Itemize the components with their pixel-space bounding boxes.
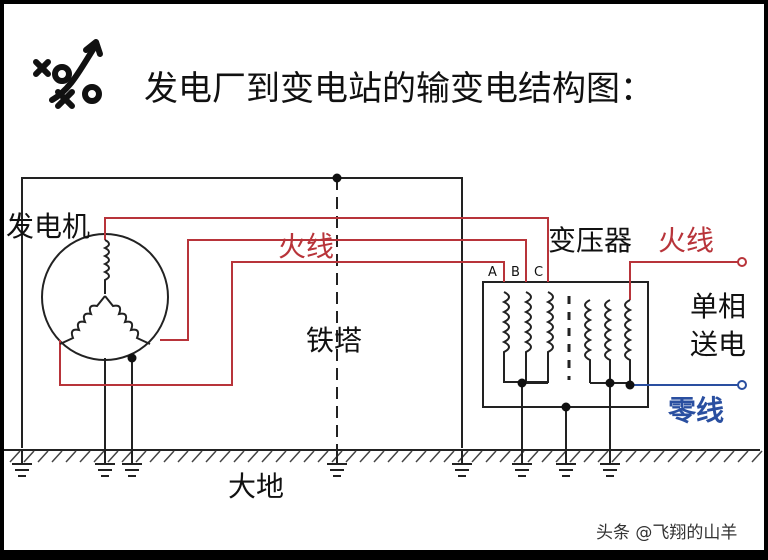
neutral-wire-label: 零线 [668,394,724,427]
ground-symbol-icon [122,450,142,477]
hot-wire-label-right: 火线 [658,224,714,257]
phase-b-label: B [511,265,520,280]
ground-hatch-mark [121,450,133,463]
ground-hatch-mark [639,450,651,463]
ground-hatch-mark [135,450,147,463]
ground-symbol-icon [600,450,620,477]
phase-a-label: A [488,265,497,280]
hot-wire-terminal [737,257,747,267]
ground-hatch-mark [625,450,637,463]
ground-hatch-mark [205,450,217,463]
ground-symbol-icon [12,450,32,477]
ground-hatch-mark [387,450,399,463]
junction-dots [127,173,635,412]
earth-label: 大地 [228,470,284,503]
ground-hatch-mark [471,450,483,463]
ground-hatch-mark [569,450,581,463]
ground-hatch-mark [93,450,105,463]
ground-hatch-mark [527,450,539,463]
ground-hatch-mark [611,450,623,463]
ground-hatch-mark [149,450,161,463]
ground-hatch-mark [359,450,371,463]
ground-hatch-mark [23,450,35,463]
ground-hatch-mark [667,450,679,463]
ground-hatch-mark [107,450,119,463]
hot-wire-label-top: 火线 [278,230,334,263]
ground-hatch-mark [51,450,63,463]
ground-hatch-mark [429,450,441,463]
ground-hatch-mark [275,450,287,463]
neutral-wire-terminal [737,380,747,390]
red-phase-wires [59,217,742,386]
ground-hatch-mark [345,450,357,463]
ground-symbol-icon [556,450,576,477]
ground-hatch-mark [247,450,259,463]
ground-hatch-mark [177,450,189,463]
ground-hatch-mark [401,450,413,463]
ground-hatch-mark [751,450,763,463]
ground-symbol-icon [327,450,347,477]
ground-hatch-mark [583,450,595,463]
ground-hatch-mark [695,450,707,463]
ground-hatch-mark [737,450,749,463]
ground-symbols [12,450,620,477]
ground-hatch-mark [681,450,693,463]
page-title: 发电厂到变电站的输变电结构图： [144,69,654,109]
single-phase-label-line1: 单相 [690,290,746,323]
transformer-coils [501,291,633,383]
ground-hatch-mark [555,450,567,463]
ground-hatch-mark [233,450,245,463]
generator-label: 发电机 [6,210,90,243]
ground-symbol-icon [512,450,532,477]
transformer-label: 变压器 [548,224,632,257]
ground-hatch-mark [79,450,91,463]
ground-hatch-mark [261,450,273,463]
ground-hatch-mark [541,450,553,463]
tower-label: 铁塔 [306,324,362,357]
ground-hatch-mark [191,450,203,463]
ground-hatch-mark [163,450,175,463]
ground-hatch-mark [597,450,609,463]
ground-hatch-mark [65,450,77,463]
ground-hatch-mark [303,450,315,463]
ground-hatch-mark [415,450,427,463]
ground-hatch-mark [653,450,665,463]
ground-hatch-mark [499,450,511,463]
ground-symbol-icon [452,450,472,477]
ground-hatch-mark [219,450,231,463]
ground-symbol-icon [95,450,115,477]
earth-ground-line [4,449,763,463]
ground-hatch-mark [289,450,301,463]
ground-hatch-mark [317,450,329,463]
ground-hatch-mark [443,450,455,463]
ground-hatch-mark [373,450,385,463]
ground-hatch-mark [485,450,497,463]
phase-c-label: C [534,265,543,280]
single-phase-label-line2: 送电 [690,328,746,361]
ground-hatch-mark [9,450,21,463]
watermark: 头条 @飞翔的山羊 [596,523,737,543]
ground-hatch-mark [723,450,735,463]
ground-hatch-mark [37,450,49,463]
generator-windings [59,239,151,345]
canvas-background [4,4,764,550]
x-o-arrow-logo-icon [33,39,103,109]
ground-hatch-mark [709,450,721,463]
